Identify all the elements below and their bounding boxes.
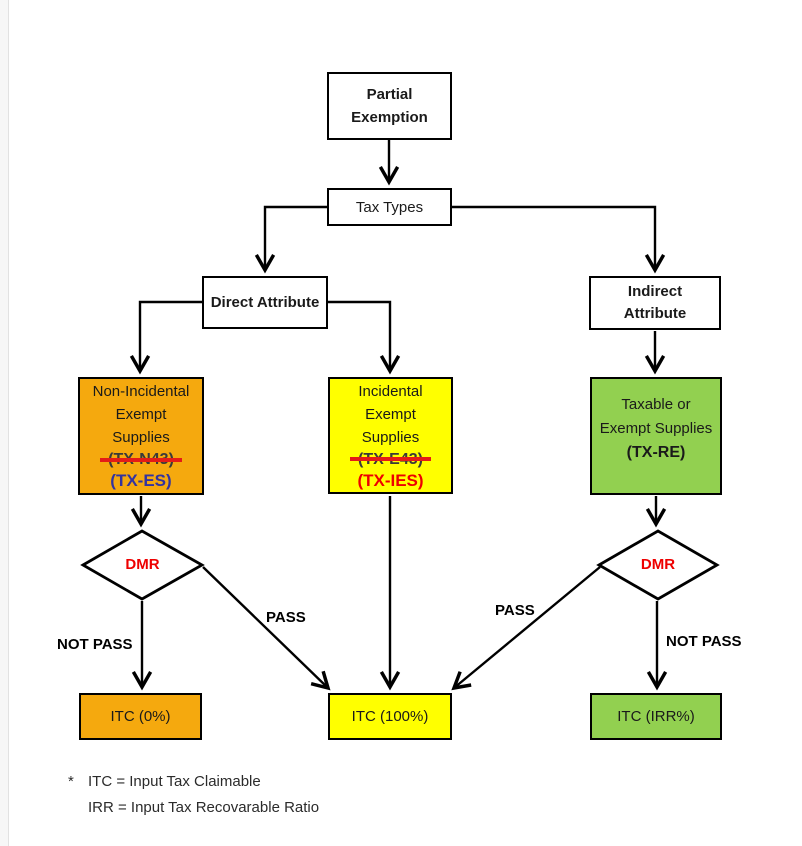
- page-edge-line: [0, 0, 9, 846]
- tax-code: (TX-RE): [626, 444, 686, 461]
- dmr-right-label: DMR: [640, 556, 676, 573]
- dmr-left-diamond: [80, 529, 205, 601]
- footnote-text: IRR = Input Tax Recovarable Ratio: [88, 799, 320, 816]
- node-label-line: Exemption: [351, 109, 428, 126]
- node-label-line: Exempt Supplies: [599, 420, 713, 437]
- node-label-line: Supplies: [112, 429, 170, 446]
- node-label: ITC (IRR%): [617, 708, 695, 725]
- node-label: Direct Attribute: [210, 294, 320, 311]
- node-label-line: Partial: [366, 86, 413, 103]
- edge-label-pass-right: PASS: [495, 602, 535, 619]
- node-label-line: Incidental: [358, 382, 423, 400]
- edge-label-pass-left: PASS: [266, 609, 306, 626]
- new-tax-code: (TX-IES): [357, 470, 424, 490]
- node-label: ITC (0%): [110, 708, 171, 725]
- node-label: Tax Types: [355, 198, 424, 216]
- old-tax-code-struck: (TX-E43): [350, 450, 431, 468]
- node-partial-exemption: Partial Exemption: [327, 72, 452, 140]
- footnote-line-2: IRR = Input Tax Recovarable Ratio: [88, 799, 319, 816]
- node-taxable-or-exempt-supplies: Taxable or Exempt Supplies (TX-RE): [590, 377, 722, 495]
- node-indirect-attribute: Indirect Attribute: [589, 276, 721, 330]
- node-itc-0-percent: ITC (0%): [79, 693, 202, 740]
- node-direct-attribute: Direct Attribute: [202, 276, 328, 329]
- dmr-left-label: DMR: [125, 556, 160, 573]
- node-non-incidental-exempt-supplies: Non-Incidental Exempt Supplies (TX-N43) …: [78, 377, 204, 495]
- node-itc-100-percent: ITC (100%): [328, 693, 452, 740]
- footnote-asterisk: *: [68, 773, 74, 790]
- node-tax-types: Tax Types: [327, 188, 452, 226]
- node-label-line: Supplies: [361, 428, 420, 446]
- node-label-line: Taxable or: [621, 396, 691, 413]
- footnote-line-1: * ITC = Input Tax Claimable: [68, 773, 261, 790]
- footnote-text: ITC = Input Tax Claimable: [88, 773, 261, 790]
- old-tax-code-struck: (TX-N43): [100, 451, 182, 468]
- edge-label-not-pass-left: NOT PASS: [57, 636, 133, 653]
- node-label-line: Attribute: [623, 305, 687, 322]
- node-label: ITC (100%): [351, 708, 429, 725]
- node-incidental-exempt-supplies: Incidental Exempt Supplies (TX-E43) (TX-…: [328, 377, 453, 494]
- new-tax-code: (TX-ES): [110, 471, 172, 490]
- node-label-line: Non-Incidental: [92, 383, 190, 400]
- node-label-line: Exempt: [365, 405, 416, 423]
- dmr-right-diamond: [596, 529, 720, 601]
- node-itc-irr-percent: ITC (IRR%): [590, 693, 722, 740]
- decision-diamonds: [80, 529, 720, 601]
- node-label-line: Indirect: [627, 283, 683, 300]
- node-label-line: Exempt: [115, 406, 167, 423]
- edge-label-not-pass-right: NOT PASS: [666, 633, 742, 650]
